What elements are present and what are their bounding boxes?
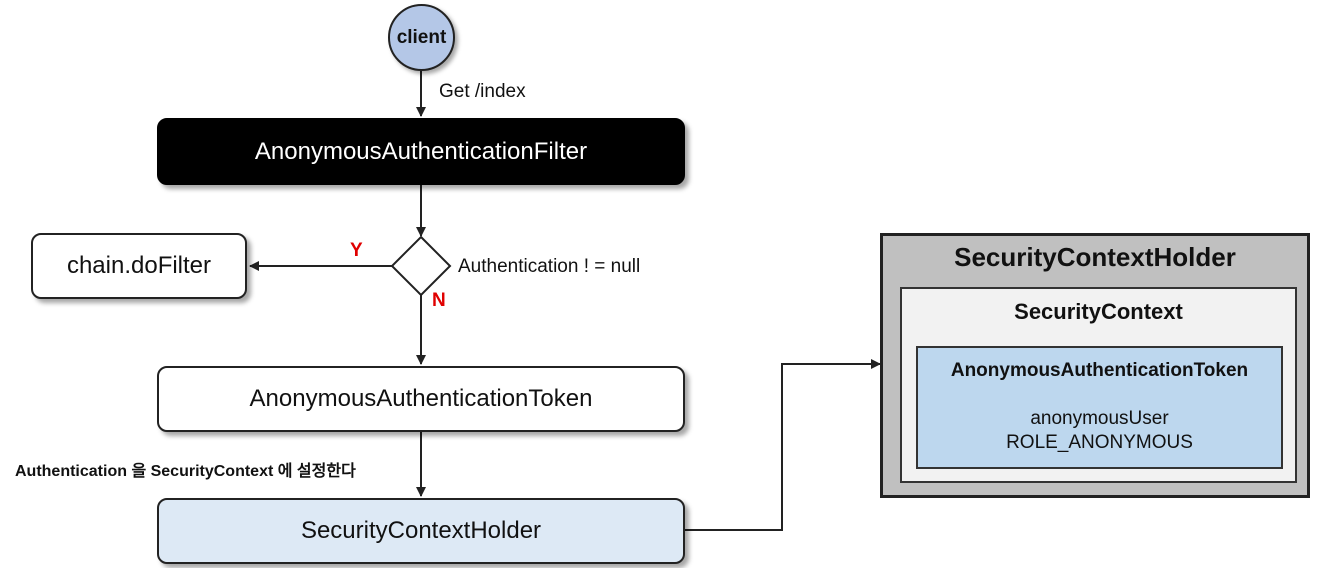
- client-label: client: [396, 26, 447, 48]
- yes-label: Y: [350, 240, 363, 261]
- token-panel: AnonymousAuthenticationToken anonymousUs…: [916, 346, 1283, 469]
- token-label: AnonymousAuthenticationToken: [249, 385, 593, 412]
- security-context-holder-panel: SecurityContextHolder SecurityContext An…: [880, 233, 1310, 498]
- security-context-holder-box: SecurityContextHolder: [157, 498, 685, 564]
- chain-dofilter-box: chain.doFilter: [31, 233, 247, 299]
- chain-label: chain.doFilter: [66, 252, 212, 279]
- anonymous-authentication-filter-box: AnonymousAuthenticationFilter: [157, 118, 685, 185]
- panel-role: ROLE_ANONYMOUS: [1006, 432, 1193, 453]
- security-context-panel: SecurityContext AnonymousAuthenticationT…: [900, 287, 1297, 483]
- client-node: client: [388, 4, 455, 71]
- request-label: Get /index: [439, 81, 526, 102]
- panel-token-title: AnonymousAuthenticationToken: [950, 360, 1249, 381]
- set-context-label: Authentication 을 SecurityContext 에 설정한다: [15, 463, 356, 480]
- holder-label: SecurityContextHolder: [300, 517, 542, 544]
- arrow-holder-to-panel: [685, 359, 881, 531]
- panel-holder-title: SecurityContextHolder: [954, 242, 1236, 272]
- no-label: N: [432, 290, 446, 311]
- condition-label: Authentication ! = null: [458, 256, 641, 277]
- decision-diamond: [390, 235, 452, 297]
- filter-label: AnonymousAuthenticationFilter: [254, 137, 588, 165]
- panel-principal: anonymousUser: [1030, 408, 1169, 429]
- anonymous-authentication-token-box: AnonymousAuthenticationToken: [157, 366, 685, 432]
- panel-context-title: SecurityContext: [1014, 299, 1183, 324]
